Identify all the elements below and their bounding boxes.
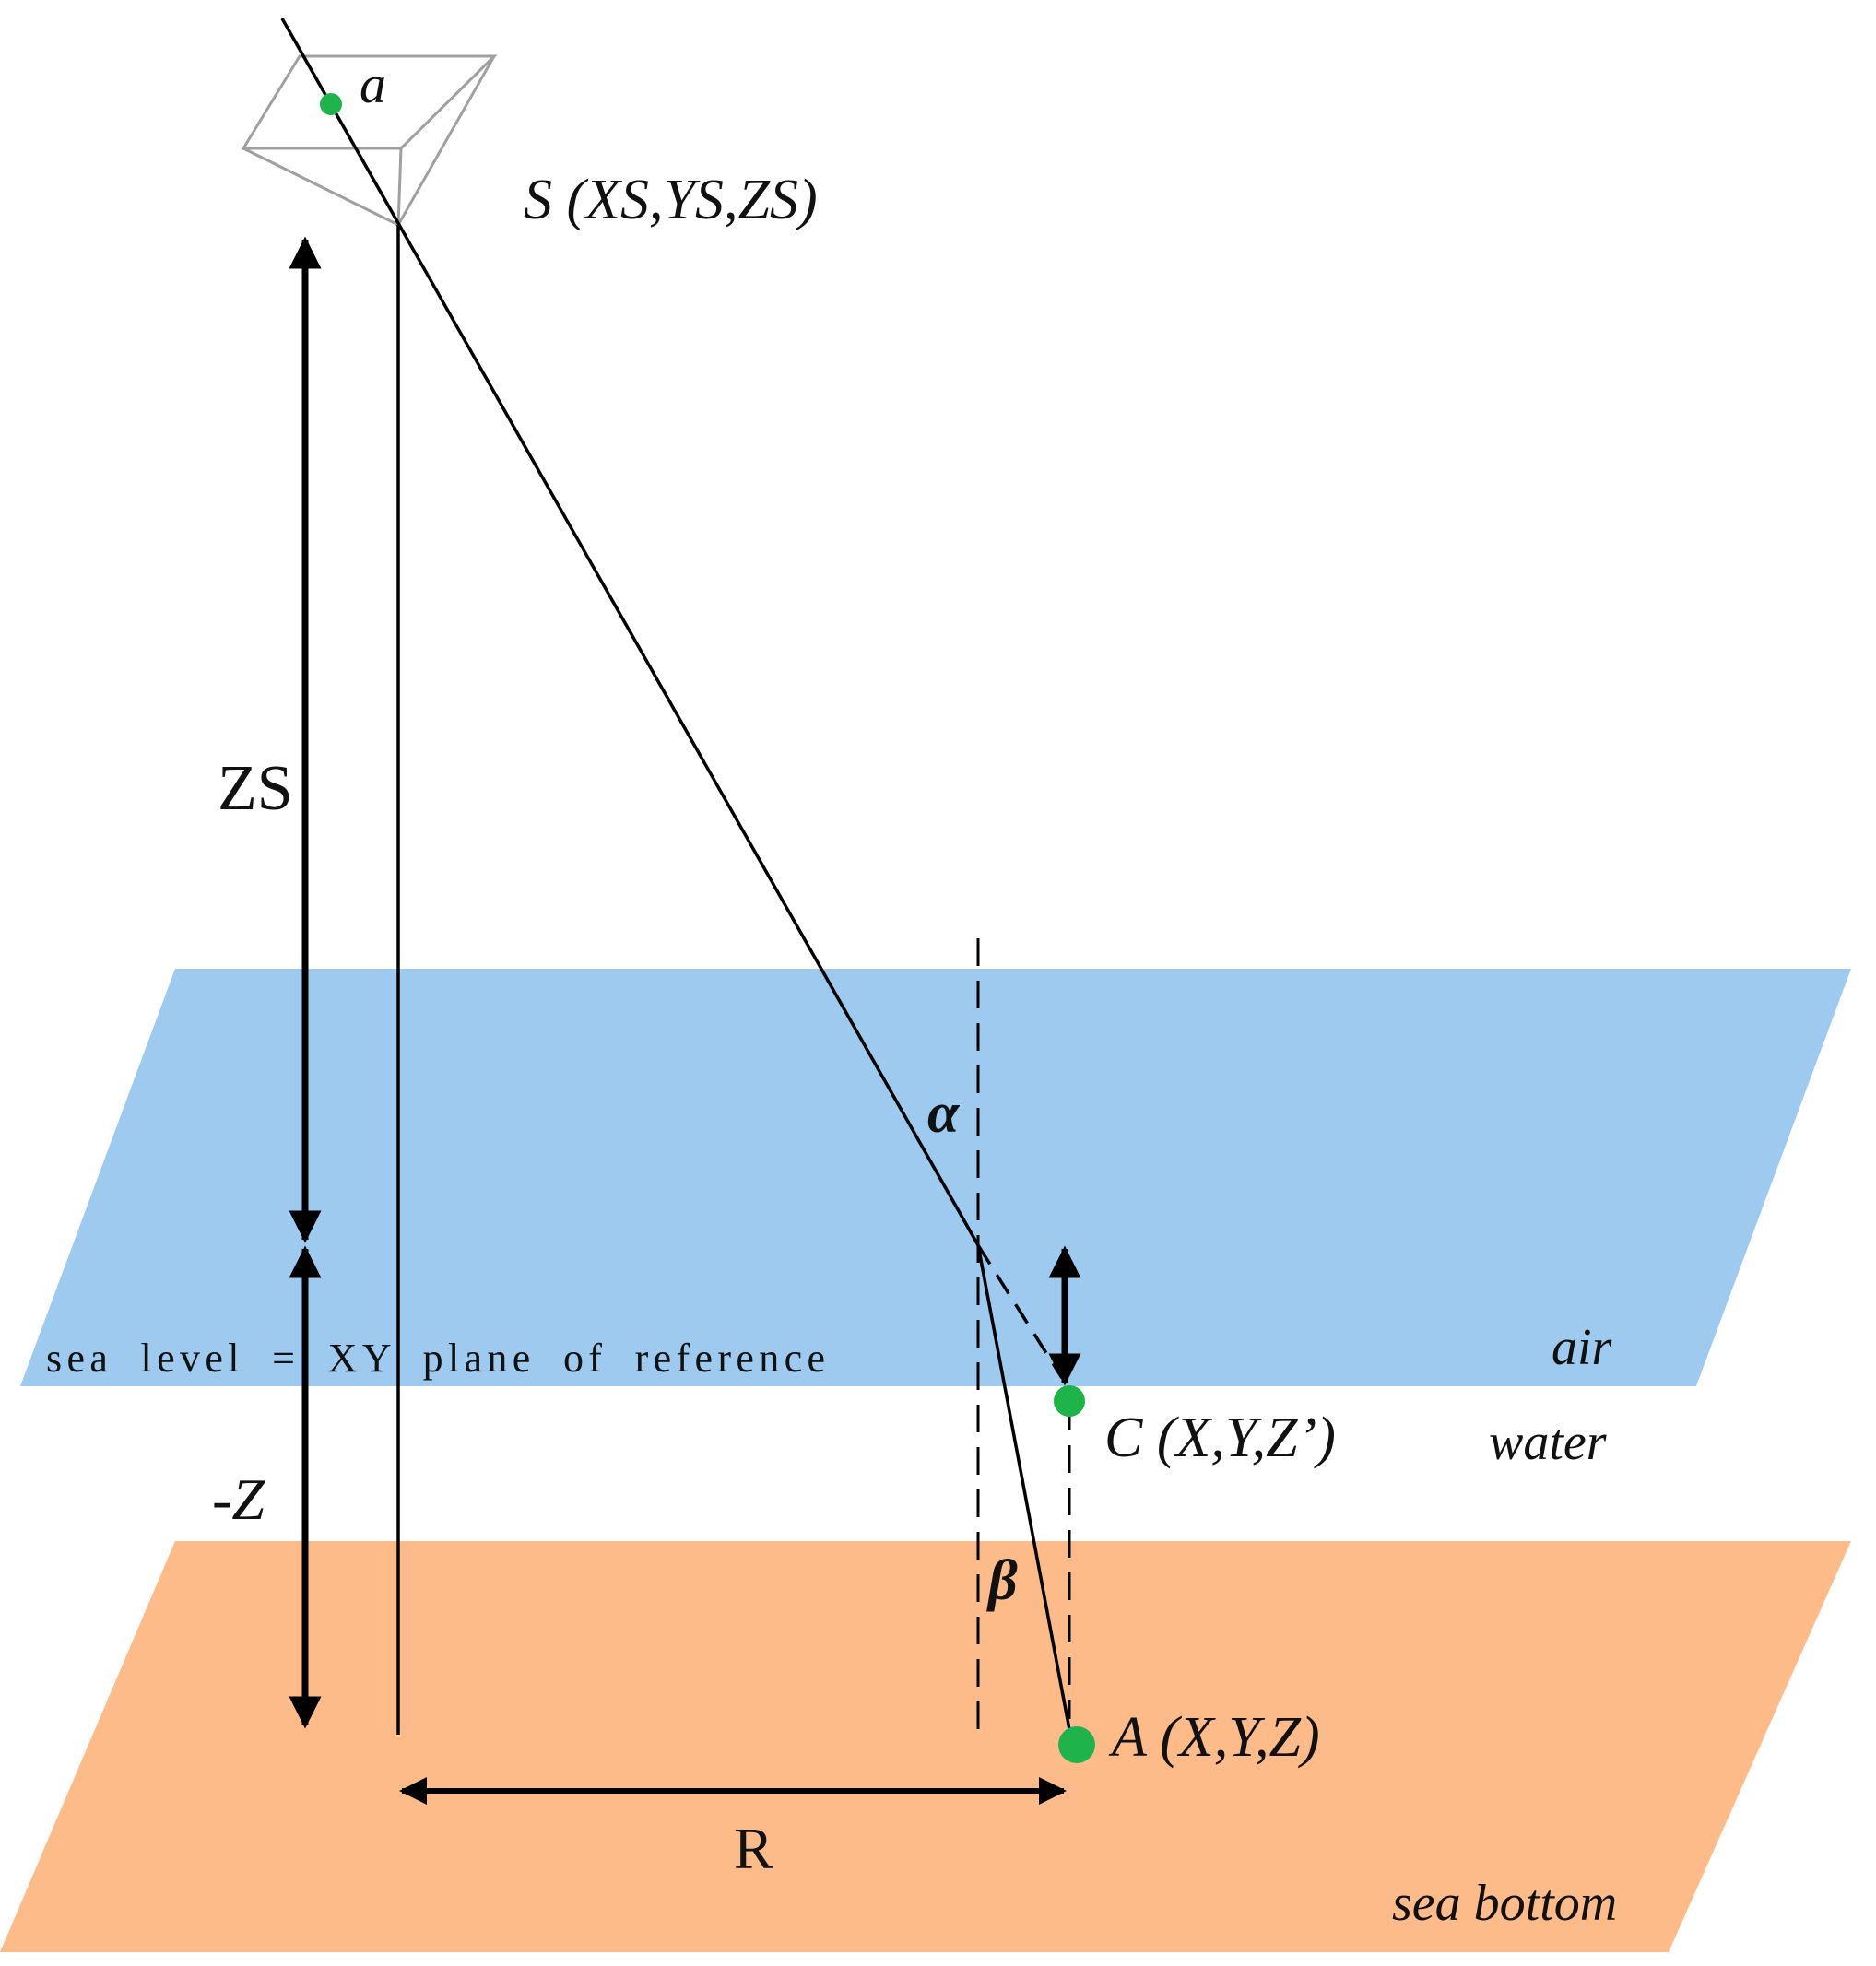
alpha-label: α xyxy=(927,1082,961,1145)
sea-level-label: sea level = XY plane of reference xyxy=(46,1336,825,1381)
image-point-a xyxy=(320,93,342,115)
r-label: R xyxy=(734,1816,773,1881)
frustum-edge xyxy=(396,55,496,226)
frustum-edge xyxy=(242,147,399,227)
dimension-arrows xyxy=(289,236,1081,1805)
zs-label: ZS xyxy=(218,753,293,824)
point-c-label: C (X,Y,Z’) xyxy=(1104,1407,1336,1469)
extended-ray xyxy=(976,1244,1064,1379)
camera-label: S (XS,YS,ZS) xyxy=(524,169,818,231)
water-label: water xyxy=(1489,1414,1607,1471)
beta-label: β xyxy=(986,1549,1018,1612)
point-c xyxy=(1054,1385,1085,1417)
sea-bottom-label: sea bottom xyxy=(1392,1875,1617,1932)
point-a xyxy=(1058,1726,1095,1763)
water-surface-plane xyxy=(20,969,1851,1386)
camera-frustum xyxy=(241,54,498,227)
neg-z-label: -Z xyxy=(212,1466,265,1532)
sea-bottom-plane xyxy=(0,1541,1851,1952)
air-label: air xyxy=(1552,1319,1612,1376)
ray-geometry xyxy=(280,18,1073,1744)
image-point-label: a xyxy=(360,54,386,114)
refracted-ray xyxy=(976,1244,1073,1740)
point-a-label: A (X,Y,Z) xyxy=(1108,1706,1320,1769)
incident-ray xyxy=(280,18,980,1246)
frustum-edge xyxy=(396,147,403,226)
